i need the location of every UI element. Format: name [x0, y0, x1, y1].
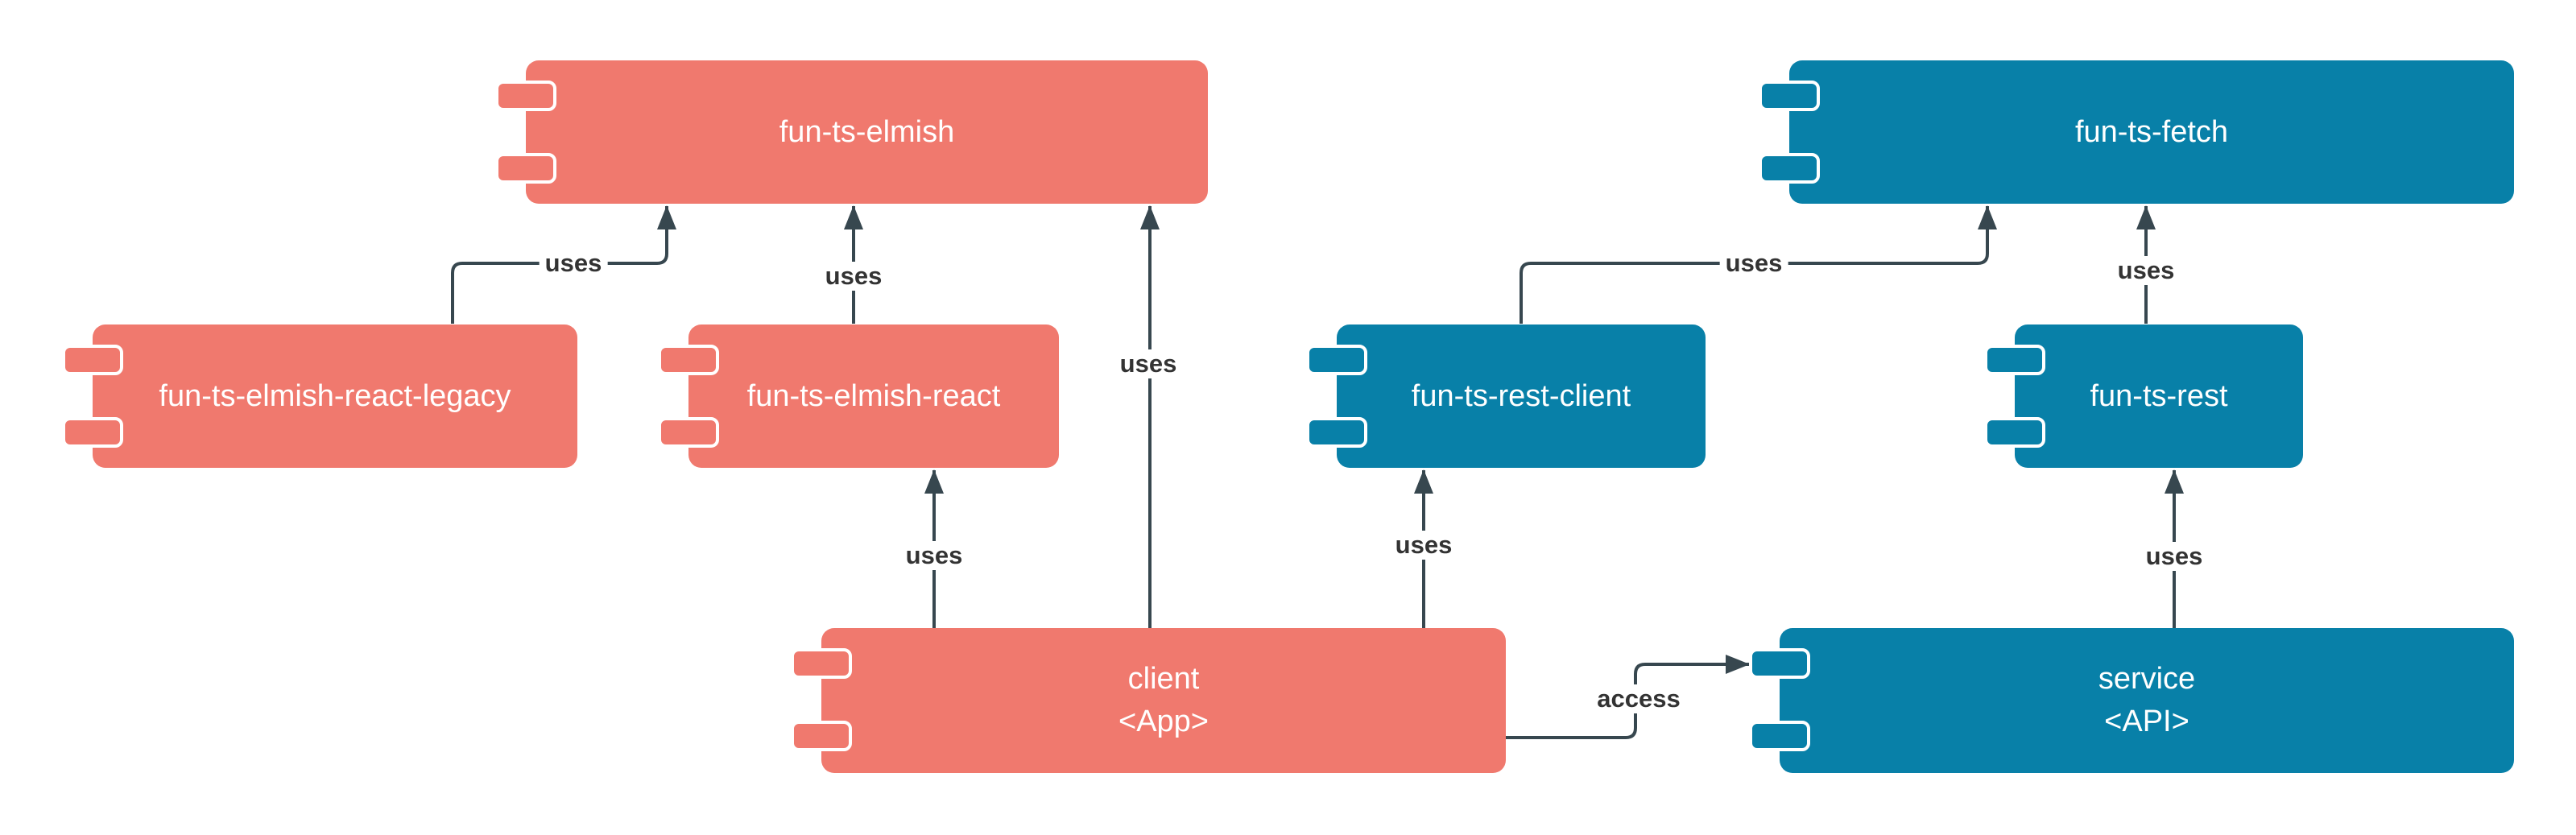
component-fun-ts-fetch[interactable]: fun-ts-fetch — [1759, 60, 2514, 204]
port-icon — [495, 81, 556, 111]
component-sublabel: <App> — [1118, 705, 1209, 738]
port-icon — [1984, 345, 2045, 375]
port-icon — [1759, 81, 1820, 111]
component-label: fun-ts-elmish-react-legacy — [159, 378, 511, 413]
component-label: fun-ts-elmish-react — [746, 378, 1001, 413]
component-label: service — [2098, 662, 2196, 696]
component-fun-ts-elmish[interactable]: fun-ts-elmish — [495, 60, 1208, 204]
port-icon — [791, 648, 852, 679]
component-fun-ts-elmish-react-legacy[interactable]: fun-ts-elmish-react-legacy — [62, 324, 577, 468]
component-client-app[interactable]: client <App> — [791, 628, 1506, 773]
component-label: fun-ts-rest-client — [1411, 378, 1631, 413]
component-fun-ts-rest-client[interactable]: fun-ts-rest-client — [1306, 324, 1706, 468]
component-label: fun-ts-fetch — [2074, 114, 2229, 149]
edge-label-uses: uses — [899, 541, 969, 570]
port-icon — [62, 417, 123, 448]
edge-label-uses: uses — [819, 262, 888, 291]
port-icon — [1749, 648, 1810, 679]
port-icon — [658, 345, 719, 375]
edge-label-access: access — [1591, 684, 1686, 713]
port-icon — [1984, 417, 2045, 448]
component-sublabel: <API> — [2104, 705, 2189, 738]
port-icon — [62, 345, 123, 375]
edge-label-uses: uses — [539, 249, 608, 278]
component-label: fun-ts-rest — [2090, 378, 2228, 413]
edge-label-uses: uses — [2111, 256, 2181, 285]
component-fun-ts-rest[interactable]: fun-ts-rest — [1984, 324, 2303, 468]
port-icon — [1306, 345, 1367, 375]
component-service-api[interactable]: service <API> — [1749, 628, 2514, 773]
edge-label-uses: uses — [1389, 531, 1458, 560]
port-icon — [791, 721, 852, 751]
edge-label-uses: uses — [1719, 249, 1788, 278]
port-icon — [1759, 153, 1820, 184]
component-label: fun-ts-elmish — [779, 114, 955, 149]
port-icon — [1306, 417, 1367, 448]
component-fun-ts-elmish-react[interactable]: fun-ts-elmish-react — [658, 324, 1059, 468]
component-label: client — [1127, 662, 1200, 696]
edge-label-uses: uses — [2140, 542, 2209, 571]
port-icon — [658, 417, 719, 448]
port-icon — [495, 153, 556, 184]
port-icon — [1749, 721, 1810, 751]
edge-label-uses: uses — [1114, 349, 1183, 378]
